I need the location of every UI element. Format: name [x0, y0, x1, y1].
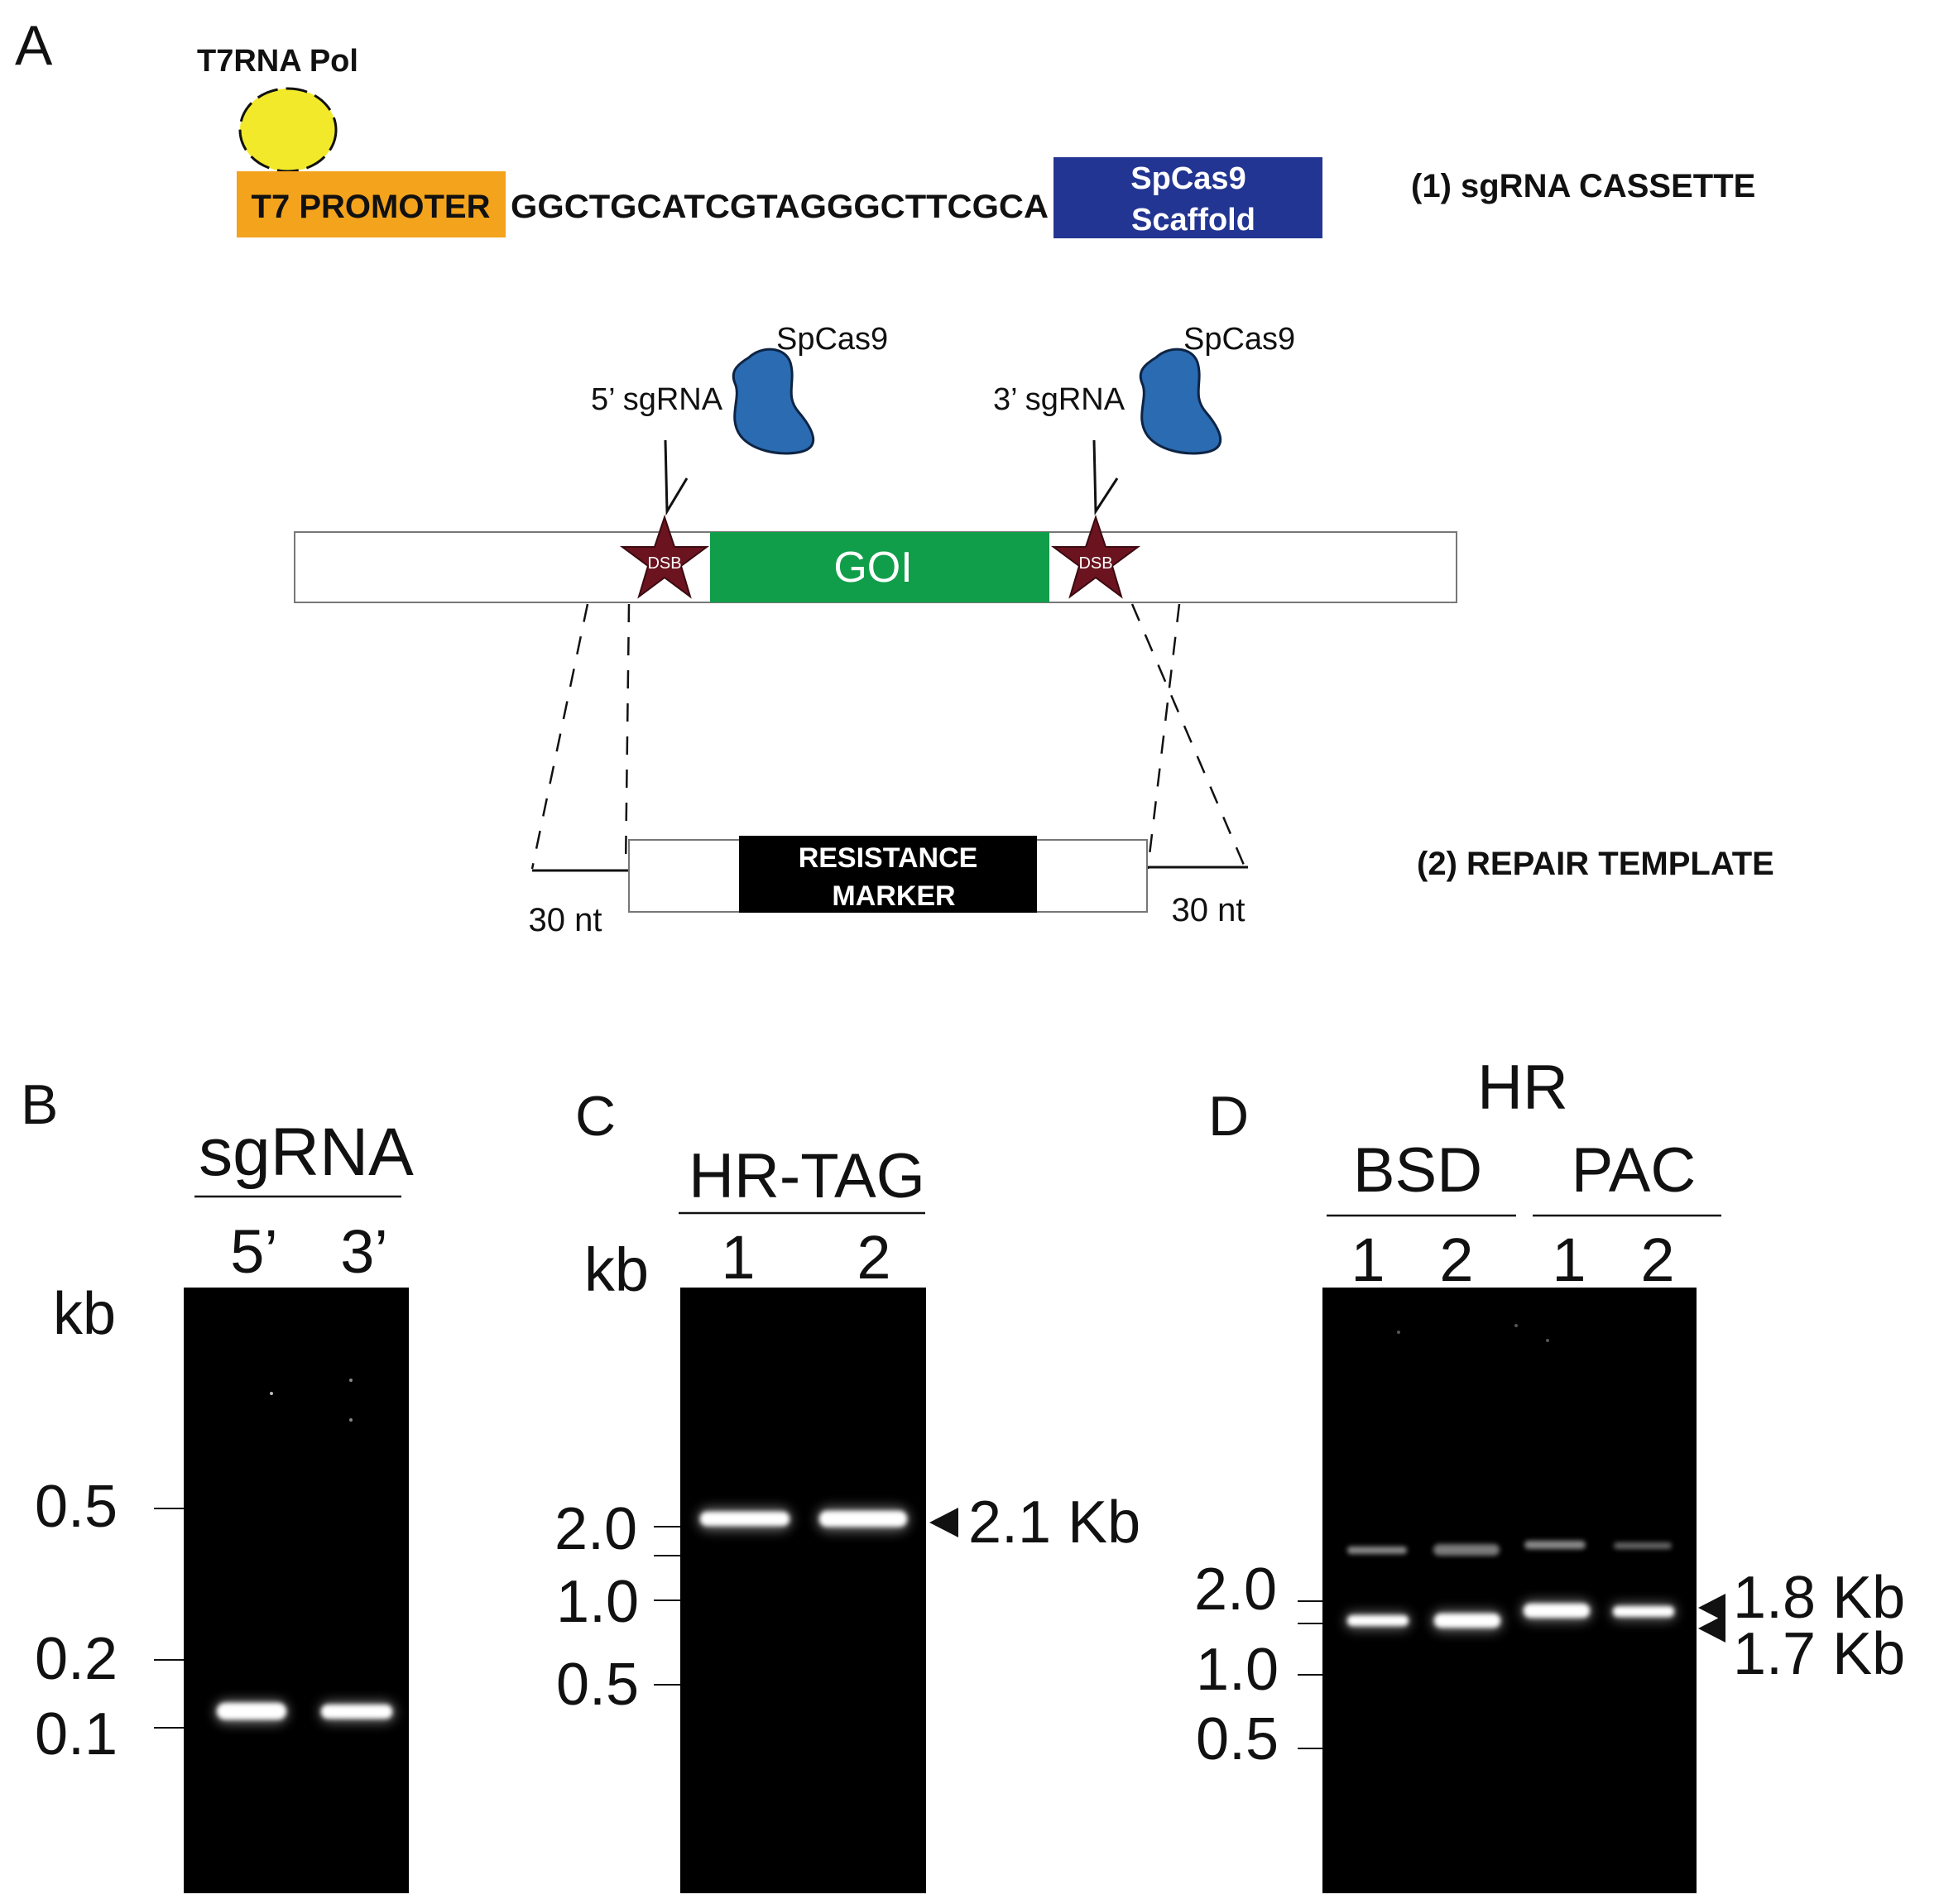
marker-label-line2: MARKER: [832, 880, 955, 912]
homology-label-left: 30 nt: [529, 902, 602, 938]
gel-d-band-label-lower: 1.7 Kb: [1733, 1621, 1905, 1687]
gel-d-lane-2: 2: [1439, 1225, 1473, 1294]
gel-d-group-1: BSD: [1353, 1135, 1482, 1206]
cassette-label: (1) sgRNA CASSETTE: [1411, 168, 1755, 204]
cut-arrow-right: [1092, 439, 1119, 516]
gel-b-speck: [349, 1379, 353, 1382]
dsb-star-left: [619, 514, 710, 599]
repair-template: RESISTANCE MARKER 30 nt 30 nt (2) REPAIR…: [529, 836, 1774, 938]
gel-d-lane-4: 2: [1640, 1225, 1674, 1294]
polymerase-label: T7RNA Pol: [197, 44, 358, 79]
target-sequence: GGCTGCATCGTAGGGCTTCGCA: [511, 189, 1049, 225]
gel-c-band-lane-2: [819, 1511, 907, 1527]
gel-d-faint-band: [1433, 1544, 1500, 1556]
gel-c-ladder-label: 1.0: [556, 1569, 639, 1635]
gel-d-faint-band: [1524, 1541, 1586, 1549]
cas9-left-icon: [732, 348, 815, 455]
gel-b-unit: kb: [53, 1281, 116, 1347]
polymerase-icon: [238, 87, 338, 173]
gel-b-lane-2: 3’: [340, 1217, 388, 1286]
gel-d-band-arrow-upper: [1698, 1594, 1725, 1622]
gel-d-band-label-upper: 1.8 Kb: [1733, 1565, 1905, 1631]
scaffold-box: [1053, 157, 1322, 238]
gel-d-ladder-label: 0.5: [1196, 1706, 1279, 1772]
dsb-label-right: DSB: [1078, 554, 1112, 573]
gel-d-band-lane-1: [1347, 1615, 1409, 1626]
gel-b-speck: [349, 1418, 353, 1422]
promoter-label: T7 PROMOTER: [252, 189, 491, 225]
gel-b-band-lane-2: [321, 1705, 392, 1719]
sgrna-label-right: 3’ sgRNA: [993, 382, 1125, 417]
panel-label-c: C: [575, 1085, 616, 1148]
gel-d-band-lane-2: [1434, 1614, 1500, 1628]
gel-d: D HR BSD PAC 1 2 1 2 2.0 1.0 0.5: [1194, 1053, 1905, 1893]
gel-d-ladder-label: 1.0: [1196, 1637, 1279, 1703]
gel-d-ladder-label: 2.0: [1194, 1556, 1277, 1623]
gel-d-lane-1: 1: [1351, 1225, 1385, 1294]
gel-c-lane-2: 2: [857, 1223, 890, 1292]
gel-d-image: [1322, 1288, 1697, 1893]
genomic-locus: SpCas9 5’ sgRNA SpCas9 3’ sgRNA GOI DSB …: [294, 322, 1457, 603]
gel-b-ladder-label: 0.5: [35, 1474, 118, 1540]
scaffold-label-line1: SpCas9: [1130, 161, 1245, 196]
gel-d-speck: [1514, 1324, 1518, 1327]
promoter-box: [237, 171, 506, 237]
gel-b-lane-1: 5’: [230, 1217, 278, 1286]
gene-label: GOI: [833, 544, 912, 592]
gel-c-image: [680, 1288, 926, 1893]
gel-c-ladder-label: 2.0: [554, 1496, 637, 1562]
dsb-label-left: DSB: [647, 554, 681, 573]
gel-b-ladder-label: 0.1: [35, 1701, 118, 1767]
cut-arrow-left: [664, 439, 689, 516]
sgrna-label-left: 5’ sgRNA: [591, 382, 723, 417]
gel-b-image: [184, 1288, 409, 1893]
gel-d-speck: [1546, 1339, 1549, 1342]
gel-d-faint-band: [1347, 1547, 1407, 1554]
cas9-label-right: SpCas9: [1183, 322, 1295, 357]
gel-d-group-2: PAC: [1572, 1135, 1697, 1206]
gel-c-band-lane-1: [700, 1512, 790, 1526]
gel-c-band-arrow: [929, 1508, 958, 1537]
gel-c-ladder-label: 0.5: [556, 1652, 639, 1718]
marker-label-line1: RESISTANCE: [799, 842, 978, 874]
gel-b-title: sgRNA: [199, 1115, 414, 1190]
gel-d-lane-3: 1: [1552, 1225, 1586, 1294]
gel-b-speck: [270, 1392, 273, 1395]
dsb-star-right: [1050, 514, 1141, 599]
gel-d-band-lane-3: [1524, 1604, 1590, 1618]
marker-box: [739, 836, 1037, 913]
sgrna-cassette: T7RNA Pol T7 PROMOTER GGCTGCATCGTAGGGCTT…: [197, 44, 1755, 238]
gel-c-band-label: 2.1 Kb: [968, 1489, 1140, 1556]
gel-d-band-lane-4: [1613, 1606, 1674, 1617]
gel-d-band-arrow-lower: [1698, 1614, 1725, 1643]
repair-label: (2) REPAIR TEMPLATE: [1417, 846, 1774, 882]
gel-c-lane-1: 1: [721, 1223, 755, 1292]
gene-box: [710, 532, 1049, 602]
gel-d-faint-band: [1614, 1542, 1672, 1549]
gel-c-unit: kb: [584, 1235, 649, 1304]
cas9-label-left: SpCas9: [776, 322, 888, 357]
panel-label-b: B: [21, 1073, 58, 1136]
gel-d-speck: [1397, 1331, 1400, 1334]
gel-b: B sgRNA 5’ 3’ kb 0.5 0.2 0.1: [21, 1073, 414, 1893]
panel-label-d: D: [1208, 1085, 1249, 1148]
homology-lines: [530, 603, 1247, 870]
gel-b-ladder-label: 0.2: [35, 1626, 118, 1692]
gel-d-title: HR: [1477, 1053, 1568, 1123]
gel-b-band-lane-1: [217, 1703, 286, 1719]
gel-c: C HR-TAG kb 1 2 2.0 1.0 0.5 2.1 Kb: [554, 1085, 1140, 1893]
gel-c-title: HR-TAG: [689, 1141, 925, 1211]
cas9-right-icon: [1139, 348, 1222, 455]
panel-label-a: A: [15, 14, 53, 77]
homology-label-right: 30 nt: [1172, 892, 1245, 928]
scaffold-label-line2: Scaffold: [1131, 203, 1255, 237]
